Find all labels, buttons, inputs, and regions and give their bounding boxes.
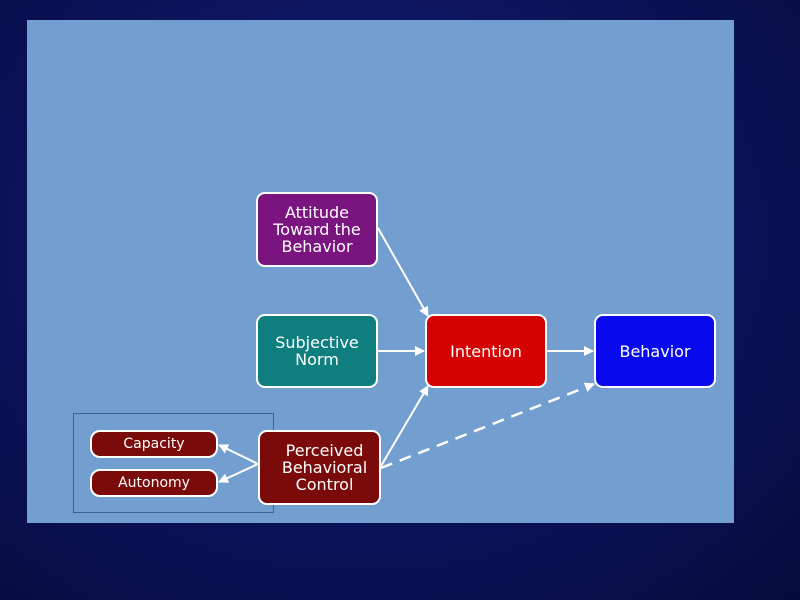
intention-label: Intention	[450, 341, 522, 361]
edge-pbc-intention	[380, 385, 429, 467]
behavior-label: Behavior	[619, 341, 691, 361]
control-factors-group	[73, 413, 274, 513]
attitude-node: Attitude Toward the Behavior	[256, 192, 378, 267]
edge-pbc-behavior	[380, 382, 595, 470]
attitude-label: Attitude Toward the Behavior	[273, 203, 361, 256]
capacity-node: Capacity	[90, 430, 218, 458]
edge-pbc-autonomy	[218, 463, 259, 483]
subjective-norm-label: Subjective Norm	[275, 333, 359, 369]
perceived-behavioral-control-node: Perceived Behavioral Control	[258, 430, 381, 505]
perceived-behavioral-control-label: Perceived Behavioral Control	[281, 441, 368, 494]
autonomy-label: Autonomy	[118, 475, 190, 491]
capacity-label: Capacity	[123, 436, 185, 452]
behavior-node: Behavior	[594, 314, 716, 388]
edge-attitude-intention	[377, 227, 429, 317]
subjective-norm-node: Subjective Norm	[256, 314, 378, 388]
autonomy-node: Autonomy	[90, 469, 218, 497]
intention-node: Intention	[425, 314, 547, 388]
edge-pbc-capacity	[218, 444, 259, 465]
